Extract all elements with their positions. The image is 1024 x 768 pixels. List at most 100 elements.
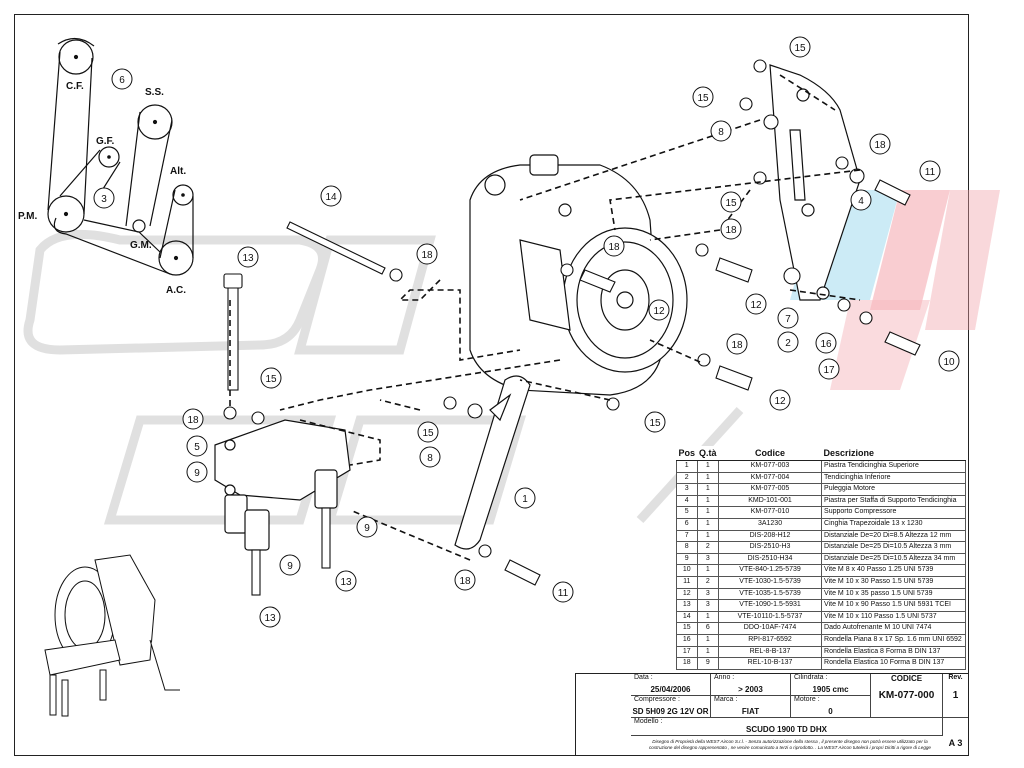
drawing-frame bbox=[14, 14, 969, 756]
svg-text:1: 1 bbox=[522, 494, 528, 505]
cell-pos: 4 bbox=[676, 494, 698, 508]
svg-text:15: 15 bbox=[265, 374, 277, 385]
label-pm: P.M. bbox=[18, 211, 37, 222]
cell-code: VTE-840-1.25-5739 bbox=[718, 564, 823, 577]
tb-anno: Anno : > 2003 bbox=[711, 674, 791, 696]
svg-text:15: 15 bbox=[649, 418, 661, 429]
svg-text:12: 12 bbox=[750, 300, 762, 311]
svg-text:15: 15 bbox=[725, 198, 737, 209]
svg-text:9: 9 bbox=[364, 523, 370, 534]
cell-qty: 1 bbox=[696, 529, 720, 543]
cell-desc: Distanziale De=25 Di=10.5 Altezza 3 mm bbox=[821, 541, 966, 554]
cell-desc: Rondella Piana 8 x 17 Sp. 1.6 mm UNI 659… bbox=[821, 633, 966, 647]
compressor-support-bracket bbox=[214, 419, 351, 551]
cell-pos: 6 bbox=[676, 517, 698, 531]
cell-pos: 10 bbox=[676, 564, 698, 577]
cell-code: REL-10-B-137 bbox=[718, 657, 823, 670]
tb-compressore: Compressore : SD 5H09 2G 12V OR bbox=[631, 696, 711, 718]
cell-qty: 3 bbox=[696, 599, 720, 612]
svg-text:15: 15 bbox=[697, 93, 709, 104]
svg-text:10: 10 bbox=[943, 357, 955, 368]
svg-text:15: 15 bbox=[794, 43, 806, 54]
cell-desc: Cinghia Trapezoidale 13 x 1230 bbox=[821, 517, 966, 531]
svg-text:4: 4 bbox=[858, 196, 864, 207]
belt-layout-diagram bbox=[47, 37, 194, 276]
cell-code: 3A1230 bbox=[718, 517, 823, 531]
upper-tensioner-plate bbox=[769, 64, 861, 301]
cell-pos: 8 bbox=[676, 541, 698, 554]
cell-qty: 6 bbox=[696, 622, 720, 635]
cell-pos: 2 bbox=[676, 471, 698, 485]
cell-pos: 7 bbox=[676, 529, 698, 543]
svg-text:5: 5 bbox=[194, 442, 200, 453]
svg-text:17: 17 bbox=[823, 365, 835, 376]
disclaimer-text: Disegno di Proprietà della WEST Aircon S… bbox=[649, 739, 931, 750]
cell-qty: 1 bbox=[696, 460, 720, 473]
nuts-and-washers bbox=[223, 59, 873, 558]
svg-text:18: 18 bbox=[874, 140, 886, 151]
cell-qty: 1 bbox=[696, 506, 720, 519]
svg-text:11: 11 bbox=[558, 588, 569, 599]
cell-desc: Tendicinghia Inferiore bbox=[821, 471, 966, 485]
label-ac: A.C. bbox=[166, 285, 186, 296]
cell-code: RPI-817-6592 bbox=[718, 633, 823, 647]
cell-desc: Vite M 8 x 40 Passo 1.25 UNI 5739 bbox=[821, 564, 966, 577]
label-ss: S.S. bbox=[145, 87, 164, 98]
cell-code: KM-077-004 bbox=[718, 471, 823, 485]
cell-desc: Distanziale De=25 Di=10.5 Altezza 34 mm bbox=[821, 552, 966, 566]
tb-codice: CODICE KM-077-000 bbox=[871, 674, 943, 718]
cell-desc: Vite M 10 x 110 Passo 1.5 UNI 5737 bbox=[821, 610, 966, 624]
lower-tensioner-bracket bbox=[454, 375, 531, 550]
callout-numbers: 6 3 14 13 18 15 18 5 9 9 9 13 13 15 8 1 … bbox=[101, 43, 955, 624]
svg-text:15: 15 bbox=[422, 428, 434, 439]
cell-qty: 2 bbox=[696, 541, 720, 554]
cell-qty: 1 bbox=[696, 483, 720, 496]
tb-data: Data : 25/04/2006 bbox=[631, 674, 711, 696]
svg-text:18: 18 bbox=[608, 242, 620, 253]
watermark-logo bbox=[23, 190, 1000, 525]
cell-desc: Dado Autofrenante M 10 UNI 7474 bbox=[821, 622, 966, 635]
cell-qty: 1 bbox=[696, 564, 720, 577]
cell-desc: Vite M 10 x 30 Passo 1.5 UNI 5739 bbox=[821, 575, 966, 589]
svg-text:3: 3 bbox=[101, 194, 107, 205]
cell-pos: 14 bbox=[676, 610, 698, 624]
cell-code: KM-077-010 bbox=[718, 506, 823, 519]
tb-marca: Marca : FIAT bbox=[711, 696, 791, 718]
cell-pos: 11 bbox=[676, 575, 698, 589]
callout-bubbles bbox=[93, 36, 960, 628]
svg-text:16: 16 bbox=[820, 339, 832, 350]
svg-text:13: 13 bbox=[242, 253, 254, 264]
col-code: Codice bbox=[718, 446, 822, 461]
cell-qty: 1 bbox=[696, 610, 720, 624]
cell-desc: Rondella Elastica 10 Forma B DIN 137 bbox=[821, 657, 966, 670]
cell-code: VTE-1030-1.5-5739 bbox=[718, 575, 823, 589]
cell-pos: 13 bbox=[676, 599, 698, 612]
cell-code: DIS-2510-H3 bbox=[718, 541, 823, 554]
label-gf: G.F. bbox=[96, 136, 115, 147]
svg-text:13: 13 bbox=[264, 613, 276, 624]
parts-table-header: Pos Q.tà Codice Descrizione bbox=[676, 446, 966, 461]
svg-text:12: 12 bbox=[653, 306, 665, 317]
cell-code: REL-8-B-137 bbox=[718, 645, 823, 659]
svg-text:18: 18 bbox=[731, 340, 743, 351]
svg-text:18: 18 bbox=[187, 415, 199, 426]
cell-qty: 1 bbox=[696, 633, 720, 647]
tb-sheet: A 3 bbox=[948, 738, 963, 748]
svg-text:18: 18 bbox=[725, 225, 737, 236]
bolts bbox=[223, 179, 921, 596]
